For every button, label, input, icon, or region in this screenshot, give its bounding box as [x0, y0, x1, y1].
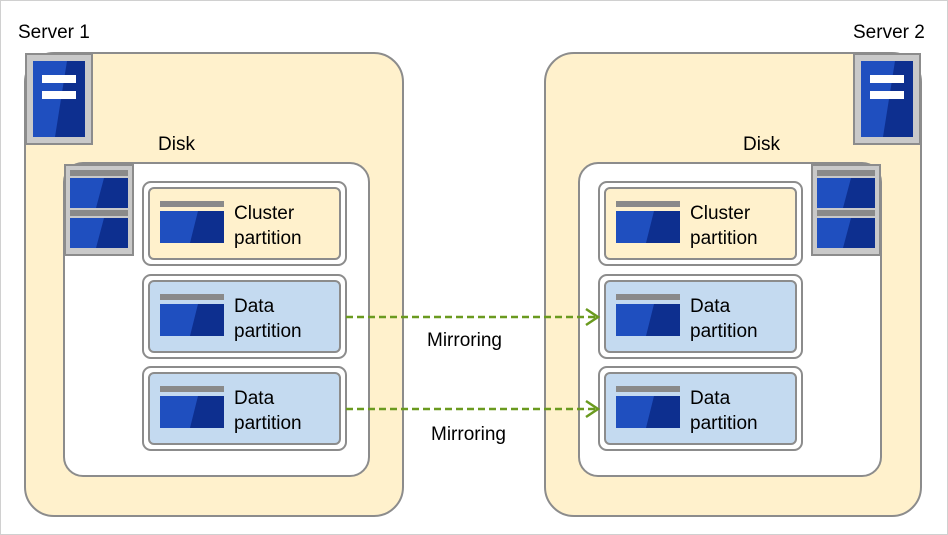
server-1-title: Server 1	[18, 22, 90, 43]
partition-label: Data partition	[234, 296, 302, 342]
partition-label: Cluster partition	[690, 203, 758, 249]
disk-icon	[811, 164, 881, 256]
server-1-data-partition-1: Data partition	[142, 274, 347, 359]
server-1-disk-label: Disk	[158, 134, 195, 155]
disk-icon	[64, 164, 134, 256]
partition-icon	[616, 294, 680, 336]
partition-icon	[616, 386, 680, 428]
mirror-arrow-1	[346, 307, 601, 327]
mirror-label-2: Mirroring	[431, 424, 506, 445]
server-icon	[853, 53, 921, 145]
server-2-cluster-partition: Cluster partition	[598, 181, 803, 266]
partition-label: Data partition	[690, 388, 758, 434]
server-icon	[25, 53, 93, 145]
mirror-arrow-2	[346, 399, 601, 419]
partition-label: Cluster partition	[234, 203, 302, 249]
server-2-title: Server 2	[853, 22, 925, 43]
partition-label: Data partition	[234, 388, 302, 434]
partition-icon	[160, 201, 224, 243]
partition-icon	[160, 386, 224, 428]
server-2-disk-label: Disk	[743, 134, 780, 155]
partition-icon	[160, 294, 224, 336]
server-1-cluster-partition: Cluster partition	[142, 181, 347, 266]
server-2-data-partition-1: Data partition	[598, 274, 803, 359]
mirror-label-1: Mirroring	[427, 330, 502, 351]
partition-icon	[616, 201, 680, 243]
server-2-data-partition-2: Data partition	[598, 366, 803, 451]
partition-label: Data partition	[690, 296, 758, 342]
